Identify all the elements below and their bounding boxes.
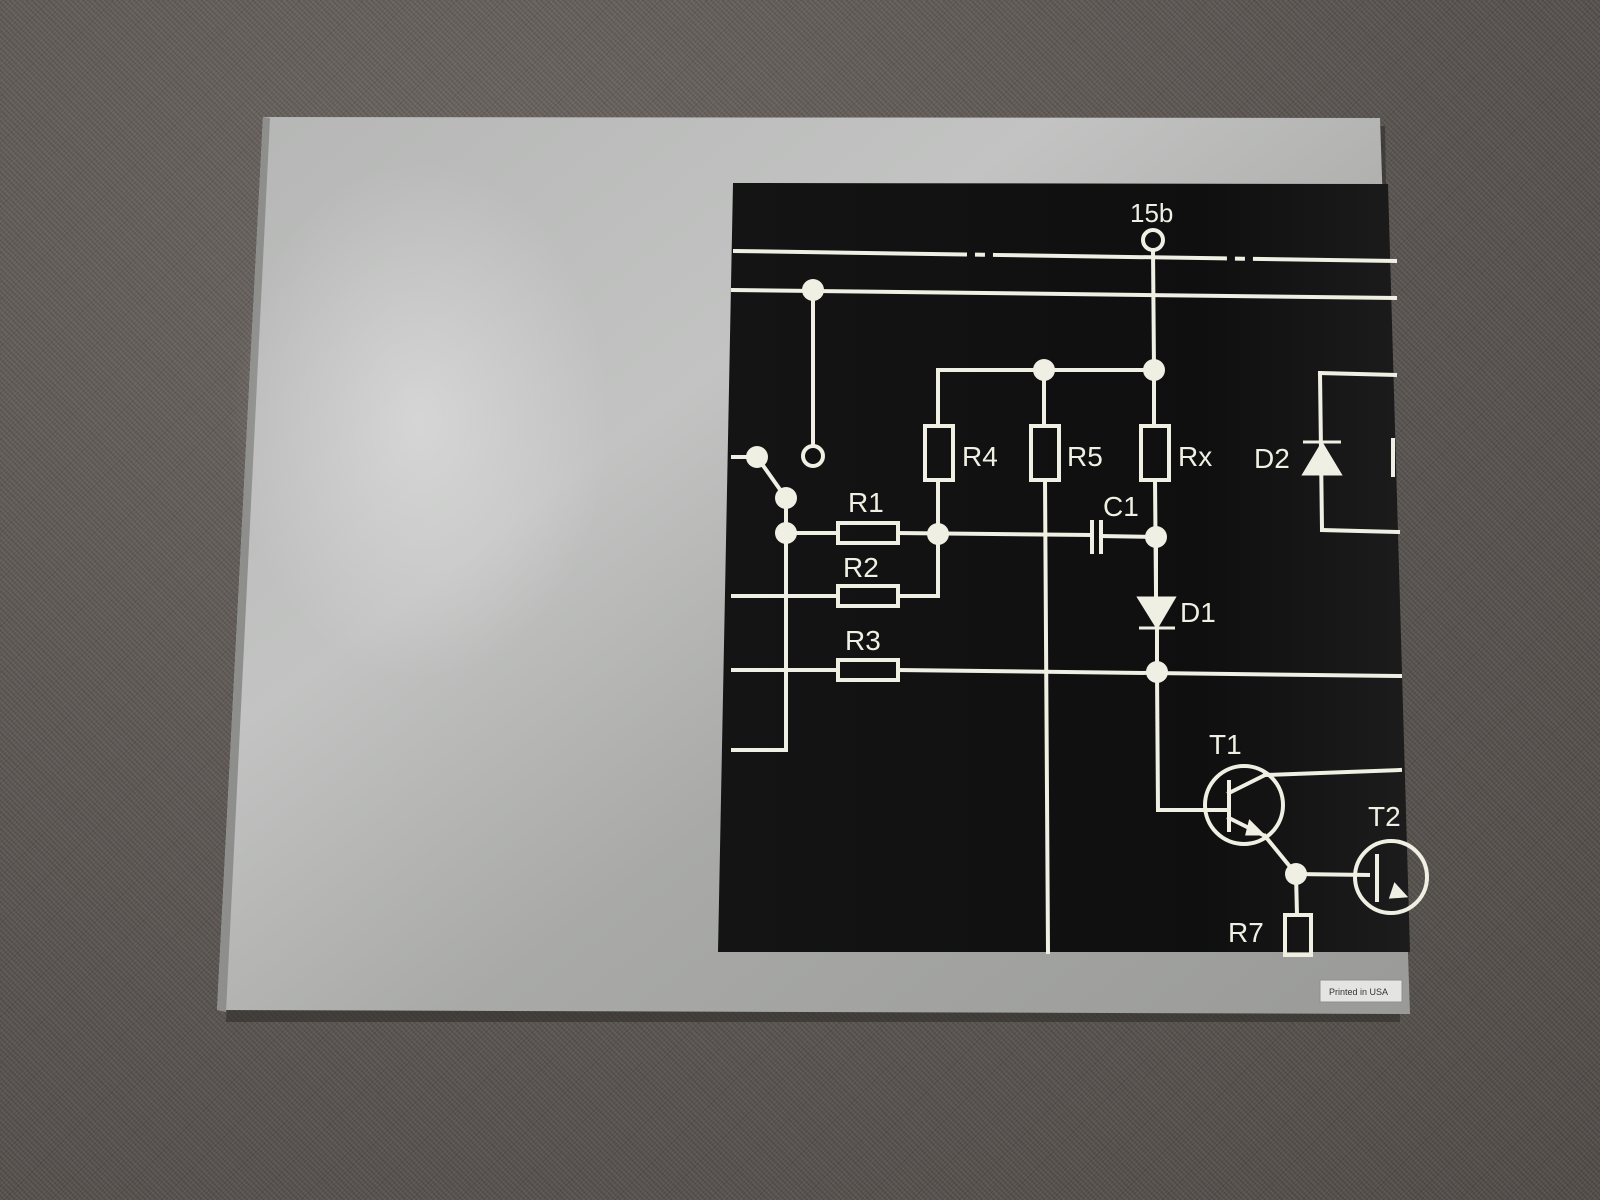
- schematic-labels: 15b R4 R5 Rx D2 R1 C1 R2 D1 R3 T1 T2 R7: [843, 198, 1401, 948]
- junction-switch-contact: [775, 487, 797, 509]
- junction-bus-r5: [1033, 359, 1055, 381]
- label-15b: 15b: [1130, 198, 1173, 228]
- label-t2: T2: [1368, 801, 1401, 832]
- junction-t1-emitter: [1285, 863, 1307, 885]
- label-r4: R4: [962, 441, 998, 472]
- r1-right-lead: [895, 530, 1093, 538]
- junction-r1-left: [775, 522, 797, 544]
- label-r1: R1: [848, 487, 884, 518]
- label-d2: D2: [1254, 443, 1290, 474]
- junction-rail-left: [802, 279, 824, 301]
- t1-collector: [1226, 772, 1268, 796]
- schematic-background: [718, 183, 1410, 952]
- schematic-panel: 15b R4 R5 Rx D2 R1 C1 R2 D1 R3 T1 T2 R7: [718, 183, 1429, 957]
- label-r2: R2: [843, 552, 879, 583]
- label-r5: R5: [1067, 441, 1103, 472]
- junction-r1-right: [927, 523, 949, 545]
- label-rx: Rx: [1178, 441, 1212, 472]
- imprint-box: [1319, 979, 1403, 1003]
- t1-collector-out: [1262, 767, 1403, 778]
- imprint-text: Printed in USA: [1329, 987, 1388, 997]
- supply-rail: [730, 287, 1398, 301]
- label-r3: R3: [845, 625, 881, 656]
- d1-symbol: [1136, 596, 1177, 630]
- d2-top-lead: [1317, 370, 1398, 378]
- junction-switch-pivot: [746, 446, 768, 468]
- label-r7: R7: [1228, 917, 1264, 948]
- diodes: [1136, 440, 1409, 899]
- open-terminals: [801, 228, 1165, 468]
- r7-body: [1283, 913, 1313, 957]
- t2-body: [1353, 839, 1429, 915]
- junction-dots: [746, 279, 1307, 885]
- terminal-15b-symbol: [1141, 228, 1165, 252]
- dash-dot-rail: [732, 248, 1398, 264]
- d2-bottom-lead: [1319, 527, 1401, 535]
- t1-base-lead: [1154, 669, 1161, 813]
- label-t1: T1: [1209, 729, 1242, 760]
- junction-bus-rx: [1143, 359, 1165, 381]
- imprint-sticker: Printed in USA: [1319, 979, 1403, 1003]
- junction-d1-bottom: [1146, 661, 1168, 683]
- switch-terminal-symbol: [801, 444, 825, 468]
- junction-c1-right: [1145, 526, 1167, 548]
- d2-symbol: [1301, 441, 1343, 476]
- t2-arrow: [1388, 882, 1409, 899]
- label-d1: D1: [1180, 597, 1216, 628]
- label-c1: C1: [1103, 491, 1139, 522]
- t1-body: [1203, 764, 1285, 846]
- r5-bottom-lead: [1042, 477, 1051, 955]
- t1-arrow: [1245, 819, 1266, 836]
- cover-glare: [230, 160, 610, 680]
- terminal-lead: [1150, 247, 1157, 371]
